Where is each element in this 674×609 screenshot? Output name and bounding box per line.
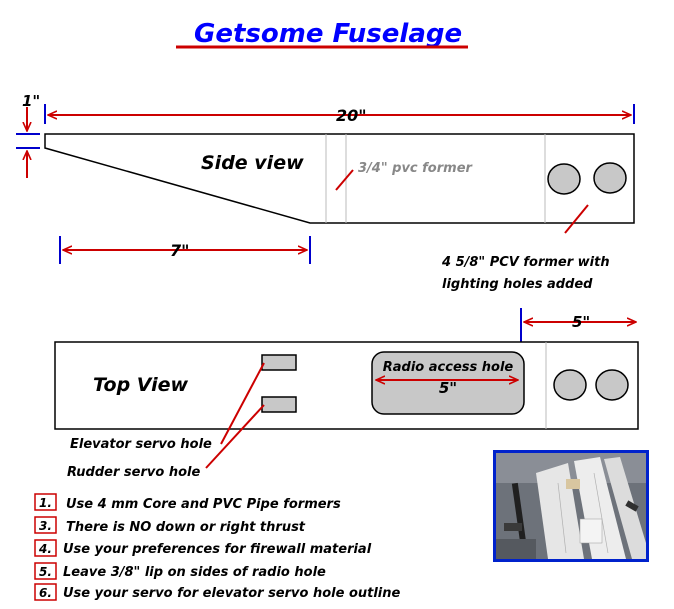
note-item: 5. Leave 3/8" lip on sides of radio hole <box>34 562 326 580</box>
elevator-label: Elevator servo hole <box>70 437 212 452</box>
note-text: There is NO down or right thrust <box>66 520 306 535</box>
note-number: 5. <box>39 565 52 579</box>
note-text: Leave 3/8" lip on sides of radio hole <box>63 565 326 580</box>
note-number: 1. <box>39 496 52 510</box>
rudder-pointer <box>205 404 265 469</box>
notes-list: 1. Use 4 mm Core and PVC Pipe formers 3.… <box>34 493 401 601</box>
note-number-box <box>34 516 57 534</box>
dim-5-label: 5" <box>572 313 590 331</box>
rear-former-pointer <box>564 204 589 234</box>
radio-hole-label: Radio access hole <box>383 360 514 375</box>
note-number-box <box>34 539 57 557</box>
side-view-label: Side view <box>201 152 304 174</box>
top-view-label: Top View <box>93 374 189 396</box>
elevator-servo-hole <box>261 396 297 413</box>
note-number: 4. <box>38 542 52 556</box>
page-title: Getsome Fuselage <box>194 19 462 49</box>
note-number-box <box>34 493 57 511</box>
rudder-label: Rudder servo hole <box>67 465 200 480</box>
top-lighting-hole-2 <box>595 369 629 401</box>
note-item: 4. Use your preferences for firewall mat… <box>34 539 372 557</box>
note-item: 1. Use 4 mm Core and PVC Pipe formers <box>34 493 341 512</box>
pvc-former-label: 3/4" pvc former <box>358 161 474 176</box>
note-number-box <box>34 562 57 580</box>
pvc-former-pointer <box>335 169 354 191</box>
elevator-pointer <box>220 362 265 445</box>
dim-20-label: 20" <box>336 106 367 125</box>
build-photo <box>493 450 649 562</box>
top-view-outline <box>54 341 639 430</box>
note-number: 3. <box>39 519 52 533</box>
top-lighting-hole-1 <box>553 369 587 401</box>
lighting-hole-2 <box>593 162 627 194</box>
note-text: Use 4 mm Core and PVC Pipe formers <box>66 497 341 512</box>
rear-former-label-2: lighting holes added <box>442 277 593 292</box>
build-photo-image <box>496 453 646 559</box>
dim-1-label: 1" <box>22 92 40 110</box>
dim-7-label: 7" <box>170 241 189 260</box>
note-text: Use your servo for elevator servo hole o… <box>63 586 401 601</box>
note-item: 3. There is NO down or right thrust <box>34 516 306 535</box>
note-text: Use your preferences for firewall materi… <box>63 542 372 557</box>
rear-former-label-1: 4 5/8" PCV former with <box>441 255 610 270</box>
side-view-outline <box>44 133 635 224</box>
radio-hole-dim: 5" <box>439 379 457 397</box>
note-number: 6. <box>39 586 52 600</box>
note-number-box <box>34 583 57 601</box>
rudder-servo-hole <box>261 354 297 371</box>
note-item: 6. Use your servo for elevator servo hol… <box>34 583 401 601</box>
lighting-hole-1 <box>547 163 581 195</box>
